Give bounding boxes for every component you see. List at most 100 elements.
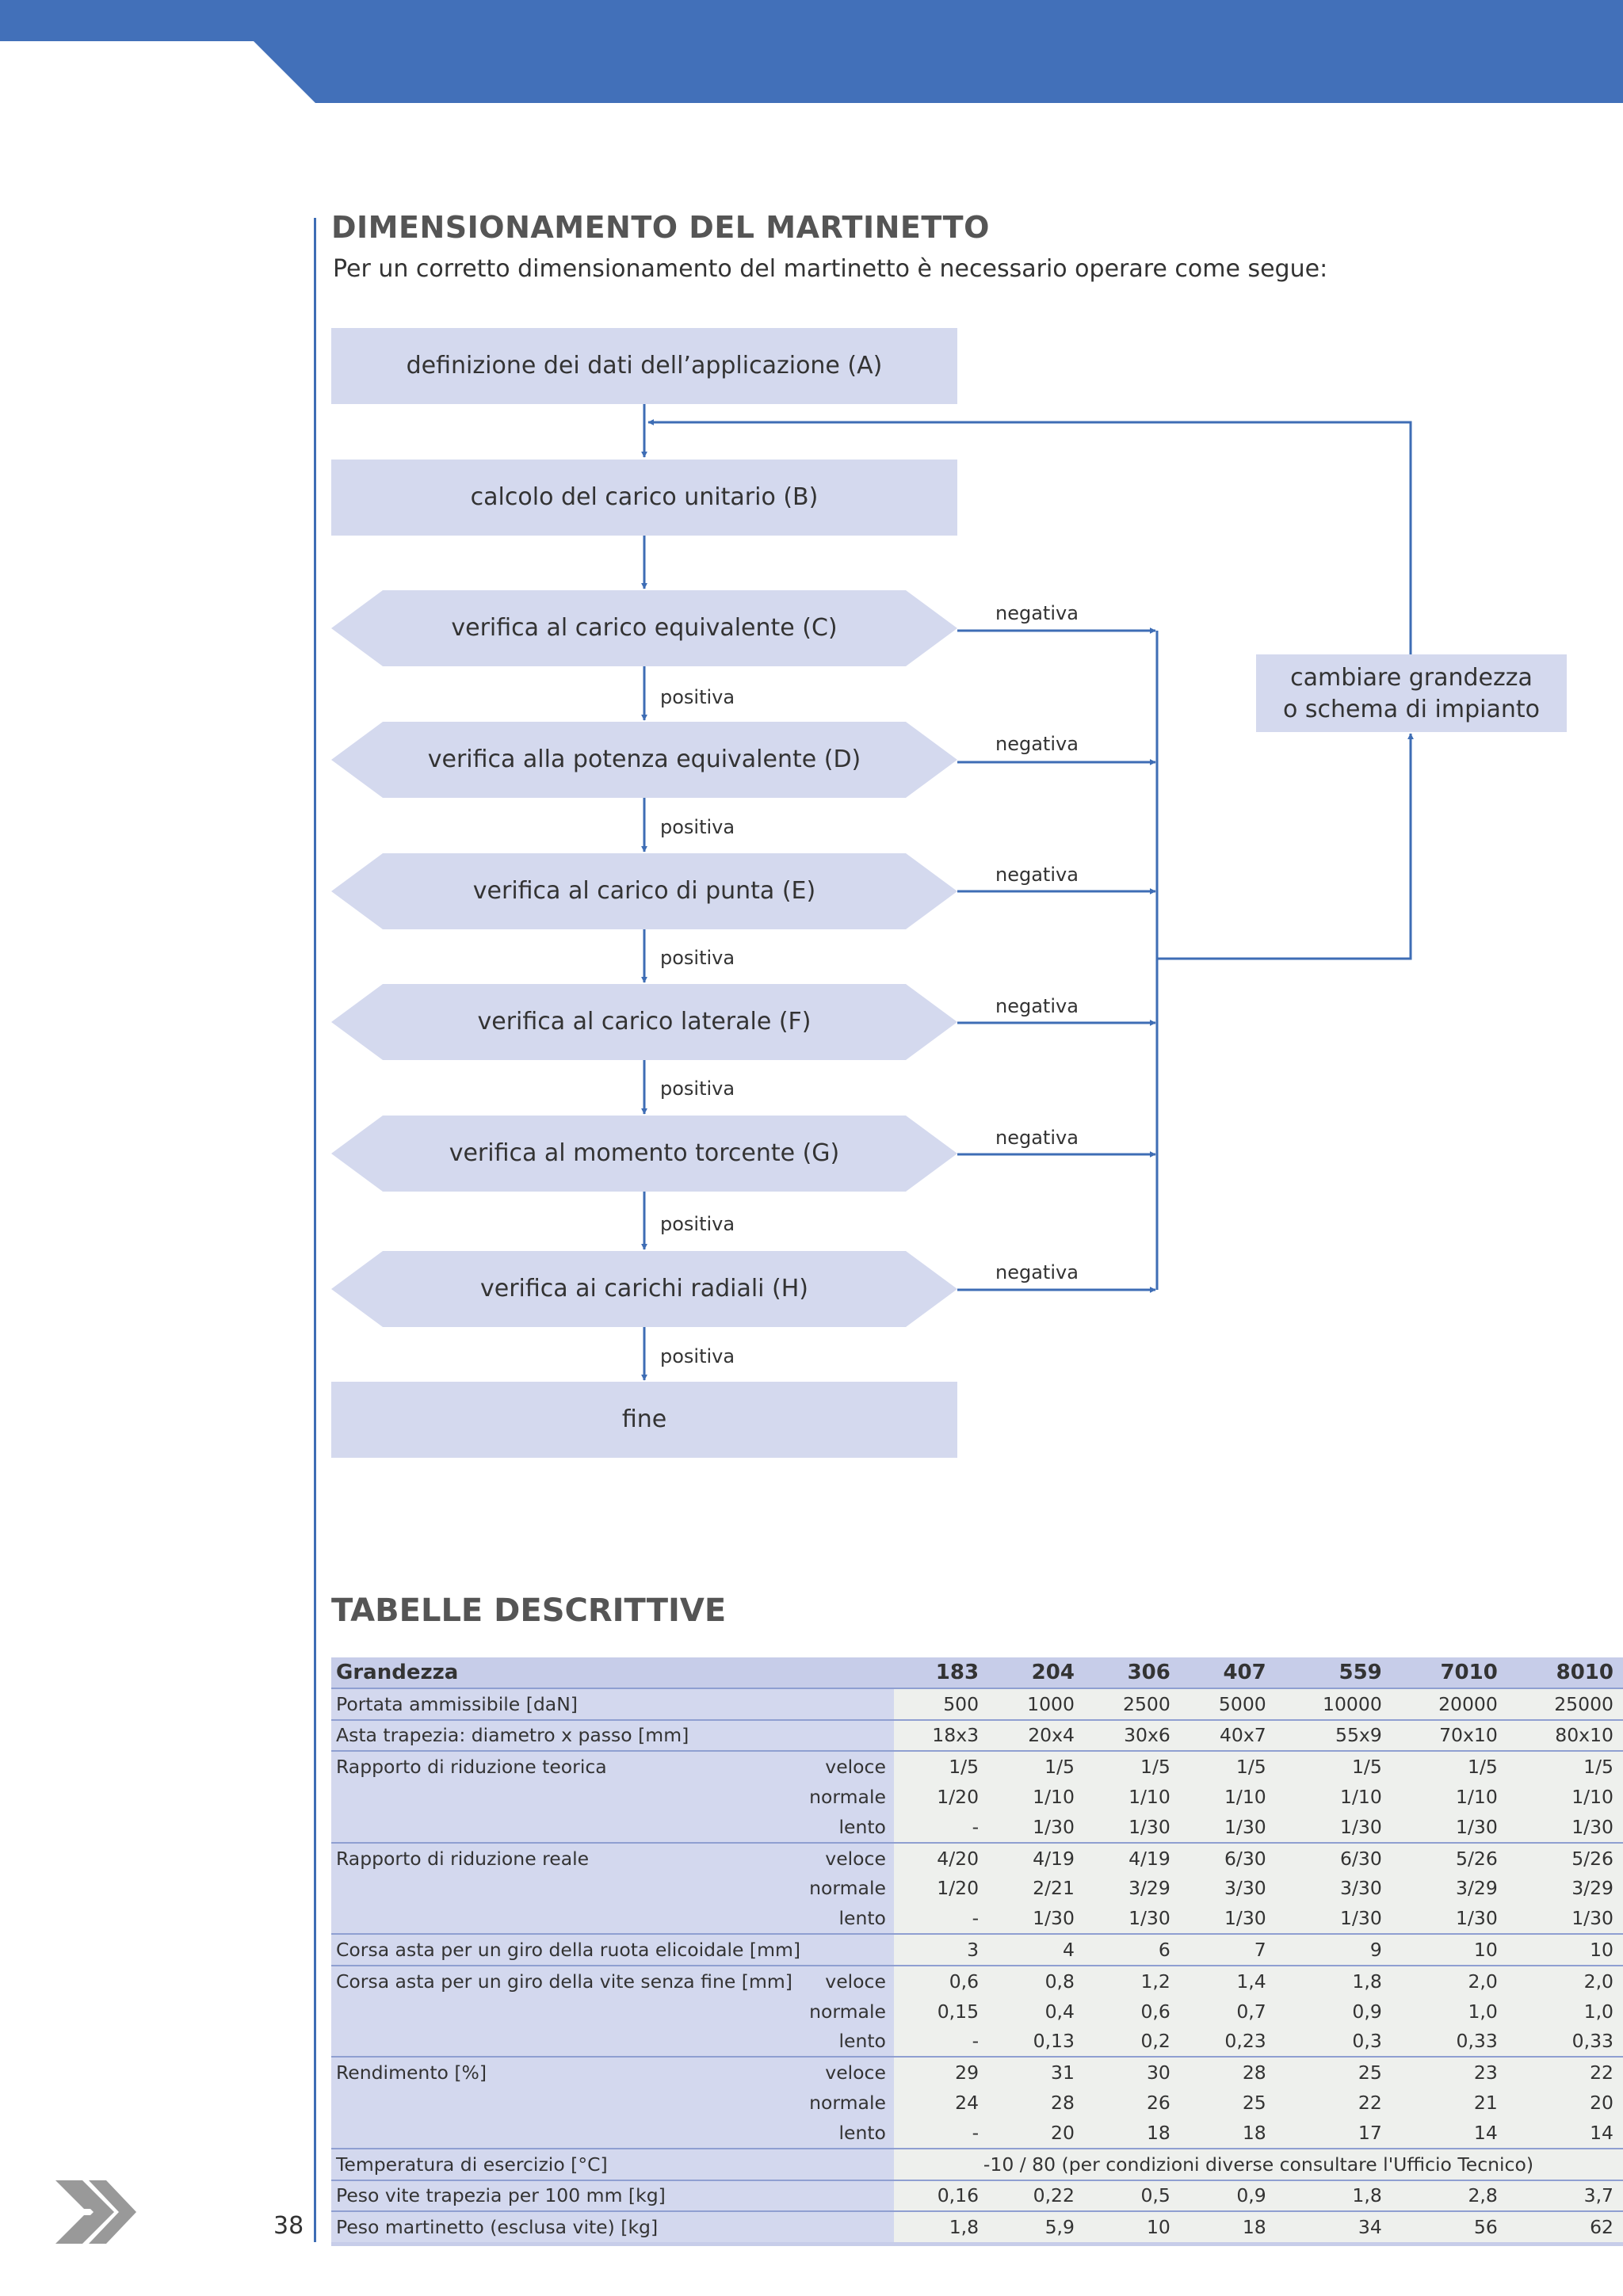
step-h-box bbox=[331, 1251, 957, 1327]
table-cell: 0,33 bbox=[1507, 2026, 1623, 2058]
table-cell: 6 bbox=[1083, 1933, 1180, 1966]
positive-label: positiva bbox=[660, 1345, 735, 1367]
table-cell: 14 bbox=[1507, 2117, 1623, 2149]
row-label bbox=[331, 1873, 792, 1904]
table-cell: 3/30 bbox=[1275, 1873, 1392, 1904]
page-number: 38 bbox=[273, 2212, 304, 2240]
header-banner bbox=[0, 0, 1623, 103]
table-cell: 25 bbox=[1275, 2056, 1392, 2088]
row-sublabel: lento bbox=[792, 2117, 894, 2149]
table-cell: 5/26 bbox=[1391, 1841, 1507, 1874]
temperature-value: -10 / 80 (per condizioni diverse consult… bbox=[893, 2147, 1623, 2180]
step-h-label: verifica ai carichi radiali (H) bbox=[479, 1275, 809, 1302]
size-header: 183 bbox=[893, 1657, 989, 1688]
table-cell: 17 bbox=[1275, 2117, 1392, 2149]
table-cell: 34 bbox=[1275, 2210, 1392, 2247]
change-label-line2: o schema di impianto bbox=[1283, 696, 1540, 723]
row-label bbox=[331, 1782, 792, 1812]
size-header: 407 bbox=[1179, 1657, 1276, 1688]
row-sublabel: normale bbox=[792, 2088, 894, 2118]
table-cell: 18x3 bbox=[893, 1718, 989, 1752]
table-cell: 22 bbox=[1275, 2088, 1392, 2118]
step-e-label: verifica al carico di punta (E) bbox=[472, 877, 816, 905]
table-row-temperature: Temperatura di esercizio [°C]-10 / 80 (p… bbox=[331, 2147, 1623, 2180]
table-cell: 0,9 bbox=[1179, 2179, 1276, 2212]
table-cell: 1/5 bbox=[988, 1750, 1084, 1783]
row-sublabel: lento bbox=[792, 1811, 894, 1843]
table-row: Corsa asta per un giro della vite senza … bbox=[331, 1964, 1623, 1997]
table-cell: 1,0 bbox=[1507, 1996, 1623, 2027]
row-sublabel: normale bbox=[792, 1996, 894, 2027]
row-label bbox=[331, 1996, 792, 2027]
table-cell: 1/30 bbox=[1275, 1811, 1392, 1843]
negative-label: negativa bbox=[995, 995, 1079, 1017]
table-cell: 0,3 bbox=[1275, 2026, 1392, 2058]
end-box bbox=[331, 1382, 957, 1458]
table-cell: 0,6 bbox=[893, 1964, 989, 1997]
end-label: fine bbox=[621, 1405, 667, 1433]
positive-label: positiva bbox=[660, 686, 735, 708]
row-label bbox=[331, 1903, 792, 1935]
table-cell: 26 bbox=[1083, 2088, 1180, 2118]
size-header: 306 bbox=[1083, 1657, 1180, 1688]
table-cell: 29 bbox=[893, 2056, 989, 2088]
size-header: 8010 bbox=[1507, 1657, 1623, 1688]
row-label: Corsa asta per un giro della vite senza … bbox=[331, 1964, 792, 1997]
table-cell: 1/20 bbox=[893, 1873, 989, 1904]
table-cell: 31 bbox=[988, 2056, 1084, 2088]
table-cell: 0,5 bbox=[1083, 2179, 1180, 2212]
row-sublabel: normale bbox=[792, 1873, 894, 1904]
table-cell: 1/5 bbox=[1179, 1750, 1276, 1783]
row-label: Temperatura di esercizio [°C] bbox=[331, 2147, 894, 2180]
table-cell: 25000 bbox=[1507, 1687, 1623, 1720]
table-cell: 80x10 bbox=[1507, 1718, 1623, 1752]
table-cell: 2,0 bbox=[1507, 1964, 1623, 1997]
table-cell: 500 bbox=[893, 1687, 989, 1720]
table-cell: 18 bbox=[1179, 2117, 1276, 2149]
table-cell: 0,13 bbox=[988, 2026, 1084, 2058]
table-cell: - bbox=[893, 1903, 989, 1935]
table-cell: 10 bbox=[1507, 1933, 1623, 1966]
negative-label: negativa bbox=[995, 602, 1079, 624]
table-cell: 2,0 bbox=[1391, 1964, 1507, 1997]
table-cell: 2500 bbox=[1083, 1687, 1180, 1720]
table-cell: 1/5 bbox=[1391, 1750, 1507, 1783]
row-sublabel: lento bbox=[792, 2026, 894, 2058]
table-row: Corsa asta per un giro della ruota elico… bbox=[331, 1933, 1623, 1966]
table-cell: 18 bbox=[1179, 2210, 1276, 2247]
row-label: Rapporto di riduzione teorica bbox=[331, 1750, 792, 1783]
table-cell: 0,15 bbox=[893, 1996, 989, 2027]
table-cell: 3/29 bbox=[1391, 1873, 1507, 1904]
table-cell: 21 bbox=[1391, 2088, 1507, 2118]
specs-table: Grandezza 183 204 306 407 559 7010 8010 … bbox=[331, 1657, 1623, 2247]
table-cell: 0,16 bbox=[893, 2179, 989, 2212]
row-label bbox=[331, 1811, 792, 1843]
row-label bbox=[331, 2117, 792, 2149]
row-sublabel: veloce bbox=[792, 1750, 894, 1783]
row-label bbox=[331, 2088, 792, 2118]
table-cell: 1/30 bbox=[988, 1903, 1084, 1935]
table-cell: 20 bbox=[988, 2117, 1084, 2149]
table-cell: 62 bbox=[1507, 2210, 1623, 2247]
positive-label: positiva bbox=[660, 1213, 735, 1235]
table-cell: 1,2 bbox=[1083, 1964, 1180, 1997]
table-cell: 0,9 bbox=[1275, 1996, 1392, 2027]
table-cell: 20x4 bbox=[988, 1718, 1084, 1752]
table-cell: 1/10 bbox=[1275, 1782, 1392, 1812]
table-cell: 1/10 bbox=[1507, 1782, 1623, 1812]
size-header: 7010 bbox=[1391, 1657, 1507, 1688]
flowchart bbox=[331, 328, 1567, 1458]
table-cell: 1/5 bbox=[1275, 1750, 1392, 1783]
table-cell: 10000 bbox=[1275, 1687, 1392, 1720]
row-label: Asta trapezia: diametro x passo [mm] bbox=[331, 1718, 894, 1752]
step-b-label: calcolo del carico unitario (B) bbox=[470, 483, 819, 511]
row-label: Rendimento [%] bbox=[331, 2056, 792, 2088]
table-cell: 55x9 bbox=[1275, 1718, 1392, 1752]
